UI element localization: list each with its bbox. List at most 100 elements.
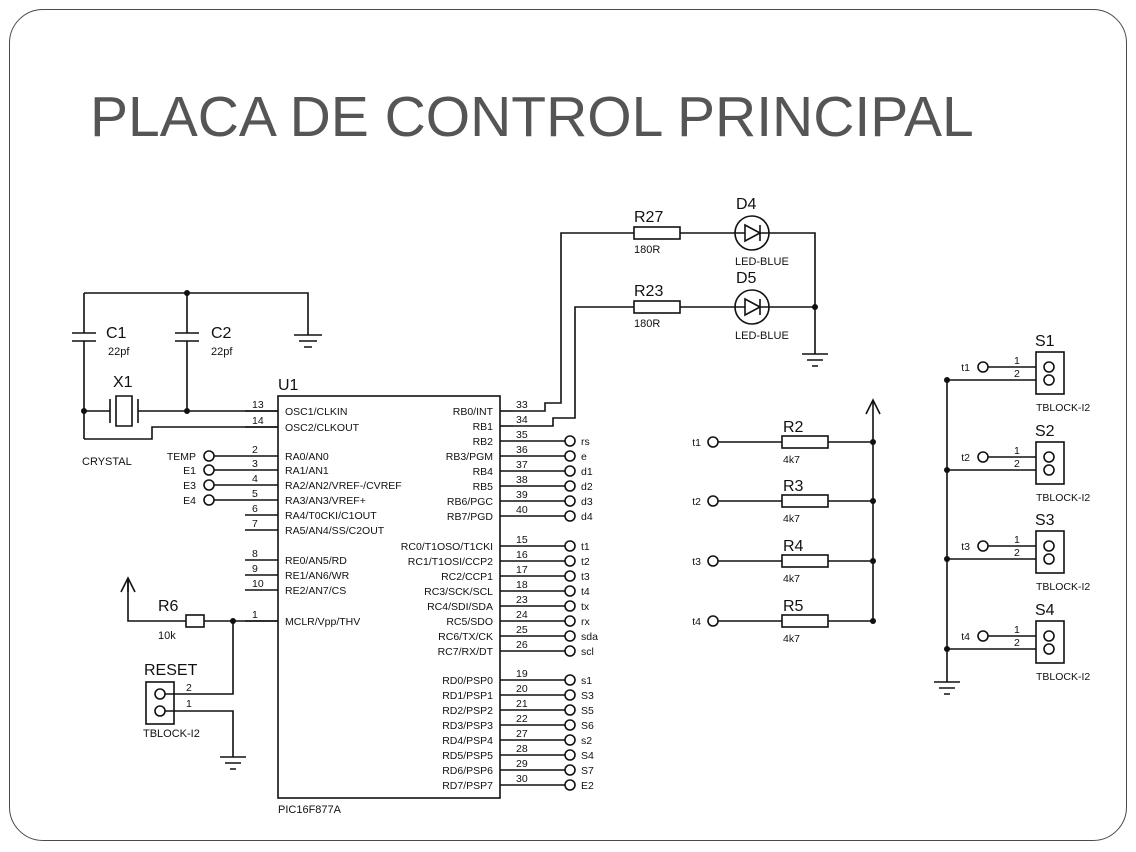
right-pin-number: 16 (516, 549, 528, 561)
terminal-ref: S3 (1035, 512, 1055, 529)
left-pin-number: 13 (252, 399, 264, 411)
net-terminal (564, 600, 576, 612)
net-terminal (564, 465, 576, 477)
net-terminal (564, 435, 576, 447)
right-pin-number: 21 (516, 698, 528, 710)
terminal-screw (1043, 643, 1055, 655)
crystal-ref: X1 (113, 374, 133, 391)
slide-title: PLACA DE CONTROL PRINCIPAL (90, 85, 974, 149)
pullup-resistor (781, 435, 829, 449)
right-pin-name: RC5/SDO (446, 616, 493, 628)
left-pin-name: RE2/AN7/CS (285, 585, 346, 597)
pullup-net-label: t1 (692, 437, 701, 449)
chip-part: PIC16F877A (278, 804, 342, 816)
crystal-label: CRYSTAL (82, 456, 132, 468)
terminal-net-node (977, 630, 989, 642)
junction (944, 646, 950, 652)
terminal-block-body (1035, 351, 1065, 395)
r23-ref: R23 (634, 283, 663, 300)
right-pin-name: RD3/PSP3 (442, 720, 493, 732)
left-pin-name: RA1/AN1 (285, 465, 329, 477)
terminal-pin-1: 1 (1014, 355, 1020, 367)
right-net-label: t3 (581, 571, 590, 583)
left-pin-name: OSC1/CLKIN (285, 406, 347, 418)
pullup-terminal (707, 555, 719, 567)
right-pin-name: RC2/CCP1 (441, 571, 493, 583)
right-pin-name: RD5/PSP5 (442, 750, 493, 762)
net-terminal (564, 450, 576, 462)
terminal-block-body (1035, 620, 1065, 664)
left-pin-number: 4 (252, 473, 258, 485)
junction (944, 467, 950, 473)
right-pin-number: 18 (516, 579, 528, 591)
right-pin-name: RD1/PSP1 (442, 690, 493, 702)
right-net-label: rx (581, 616, 590, 628)
right-pin-number: 27 (516, 728, 528, 740)
net-terminal (564, 645, 576, 657)
net-terminal (564, 779, 576, 791)
left-pin-name: RE0/AN5/RD (285, 555, 347, 567)
c2-ref: C2 (211, 325, 232, 342)
left-pin-number: 3 (252, 458, 258, 470)
terminal-part: TBLOCK-I2 (1036, 402, 1090, 414)
left-pin-number: 6 (252, 503, 258, 515)
left-pin-number: 5 (252, 488, 258, 500)
right-net-label: d2 (581, 481, 593, 493)
net-terminal (564, 749, 576, 761)
terminal-screw (1043, 553, 1055, 565)
terminal-pin-2: 2 (1014, 458, 1020, 470)
net-terminal (564, 480, 576, 492)
right-pin-number: 40 (516, 504, 528, 516)
terminal-net-label: t1 (961, 362, 970, 374)
reset-block-part: TBLOCK-I2 (143, 728, 200, 740)
right-pin-name: RD0/PSP0 (442, 675, 493, 687)
left-pin-number: 9 (252, 563, 258, 575)
net-terminal (564, 510, 576, 522)
right-net-label: S6 (581, 720, 594, 732)
pullup-terminal (707, 436, 719, 448)
terminal-pin-1: 1 (1014, 445, 1020, 457)
chip-body (277, 395, 501, 799)
pullup-terminal (707, 615, 719, 627)
terminal-net-node (977, 361, 989, 373)
terminal-net-label: t4 (961, 631, 970, 643)
left-pin-number: 10 (252, 578, 264, 590)
left-pin-name: RA3/AN3/VREF+ (285, 495, 366, 507)
net-terminal (564, 689, 576, 701)
pullup-resistor (781, 614, 829, 628)
pullup-value: 4k7 (783, 633, 800, 645)
right-net-label: E2 (581, 780, 594, 792)
junction (870, 439, 876, 445)
junction (870, 558, 876, 564)
terminal-screw (1043, 361, 1055, 373)
right-pin-number: 36 (516, 444, 528, 456)
right-pin-name: RD4/PSP4 (442, 735, 493, 747)
right-pin-number: 28 (516, 743, 528, 755)
pullup-net-label: t3 (692, 556, 701, 568)
left-pin-number: 7 (252, 518, 258, 530)
led-circuit: R27 180R D4 LED-BLUE R23 180R D5 LED-BLU… (513, 196, 828, 427)
terminal-screw (1043, 630, 1055, 642)
right-net-label: t2 (581, 556, 590, 568)
r27-ref: R27 (634, 209, 663, 226)
reset-block-ref: RESET (144, 662, 198, 679)
right-net-label: S4 (581, 750, 594, 762)
pullup-ref: R3 (783, 478, 804, 495)
pullup-ref: R2 (783, 419, 804, 436)
chip-ref: U1 (278, 377, 299, 394)
net-terminal (564, 585, 576, 597)
d5-ref: D5 (736, 270, 757, 287)
terminal-screw (1043, 451, 1055, 463)
right-pin-number: 26 (516, 639, 528, 651)
right-pin-number: 30 (516, 773, 528, 785)
terminal-screw (1043, 374, 1055, 386)
net-terminal (203, 464, 215, 476)
left-pin-name: RA5/AN4/SS/C2OUT (285, 525, 385, 537)
pullup-value: 4k7 (783, 513, 800, 525)
right-pin-name: RB0/INT (453, 406, 494, 418)
terminal-net-node (977, 451, 989, 463)
net-terminal (564, 495, 576, 507)
